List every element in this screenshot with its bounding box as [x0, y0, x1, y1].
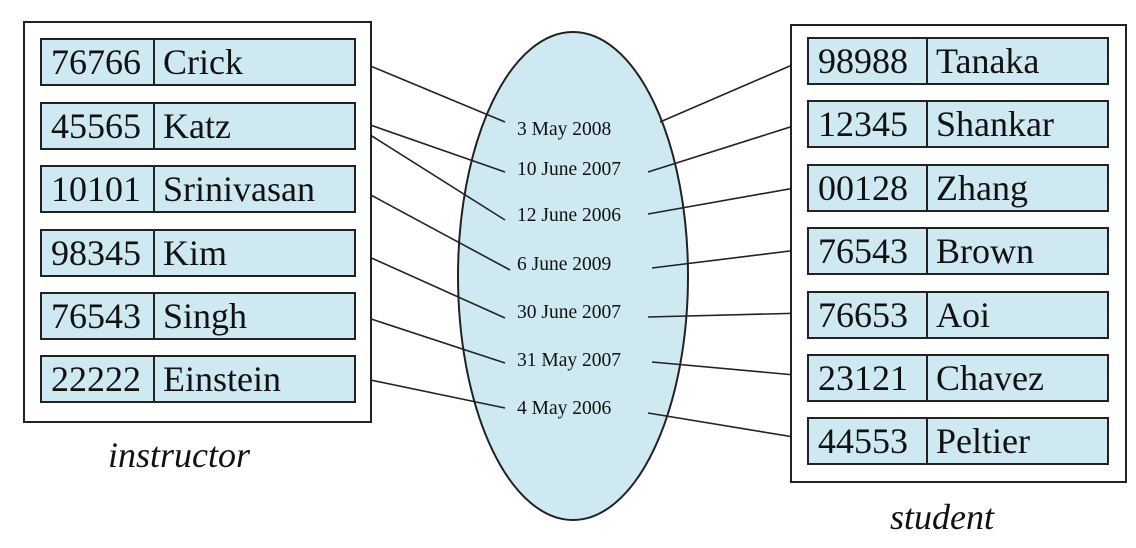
student-id-cell: 12345: [809, 102, 928, 146]
student-link-line: [647, 185, 807, 215]
student-set-label: student: [890, 497, 994, 537]
student-id-cell: 23121: [809, 356, 928, 400]
instructor-link-line: [355, 376, 506, 409]
student-name-cell: Aoi: [936, 295, 990, 335]
student-name-cell: Peltier: [936, 421, 1030, 461]
instructor-link-line: [355, 313, 506, 364]
student-link-line: [651, 248, 807, 269]
instructor-id-cell: 76766: [42, 40, 155, 84]
instructor-link-line: [355, 186, 511, 271]
student-id-cell: 00128: [809, 166, 928, 210]
student-id-cell: 98988: [809, 39, 928, 83]
instructor-link-line: [355, 119, 506, 173]
relationship-dates: 3 May 2008 10 June 2007 12 June 2006 6 June…: [517, 119, 621, 419]
student-link-line: [647, 312, 807, 318]
relationship-date: 6 June 2009: [517, 254, 611, 275]
student-id-cell: 76653: [809, 293, 928, 337]
instructor-name-cell: Singh: [163, 296, 248, 336]
instructor-set-label: instructor: [108, 435, 251, 475]
instructor-name-cell: Kim: [163, 233, 228, 273]
student-name-cell: Chavez: [936, 358, 1044, 398]
instructor-id-cell: 45565: [42, 104, 155, 148]
instructor-name-cell: Srinivasan: [163, 169, 315, 209]
student-id-cell: 44553: [809, 419, 928, 463]
instructor-id-cell: 22222: [42, 357, 155, 401]
relationship-date: 10 June 2007: [517, 159, 621, 180]
relationship-links: [355, 58, 807, 440]
student-name-cell: Shankar: [936, 104, 1054, 144]
student-link-line: [659, 58, 807, 123]
relationship-date: 30 June 2007: [517, 302, 621, 323]
student-name-cell: Brown: [936, 231, 1034, 271]
student-link-line: [647, 412, 807, 440]
instructor-id-cell: 76543: [42, 294, 155, 338]
instructor-name-cell: Katz: [163, 106, 231, 146]
student-link-line: [651, 361, 807, 377]
instructor-name-cell: Crick: [163, 42, 243, 82]
relationship-set-ellipse: [457, 31, 689, 521]
instructor-link-line: [355, 250, 506, 319]
relationship-date: 3 May 2008: [517, 119, 611, 140]
relationship-date: 4 May 2006: [517, 398, 611, 419]
student-name-cell: Tanaka: [936, 41, 1040, 81]
student-link-line: [647, 121, 807, 173]
relationship-date: 31 May 2007: [517, 350, 621, 371]
instructor-id-cell: 98345: [42, 231, 155, 275]
instructor-id-cell: 10101: [42, 167, 155, 211]
student-name-cell: Zhang: [936, 168, 1028, 208]
student-id-cell: 76543: [809, 229, 928, 273]
instructor-name-cell: Einstein: [163, 359, 281, 399]
instructor-link-line: [355, 59, 506, 123]
instructor-link-line: [355, 125, 506, 221]
relationship-date: 12 June 2006: [517, 205, 621, 226]
